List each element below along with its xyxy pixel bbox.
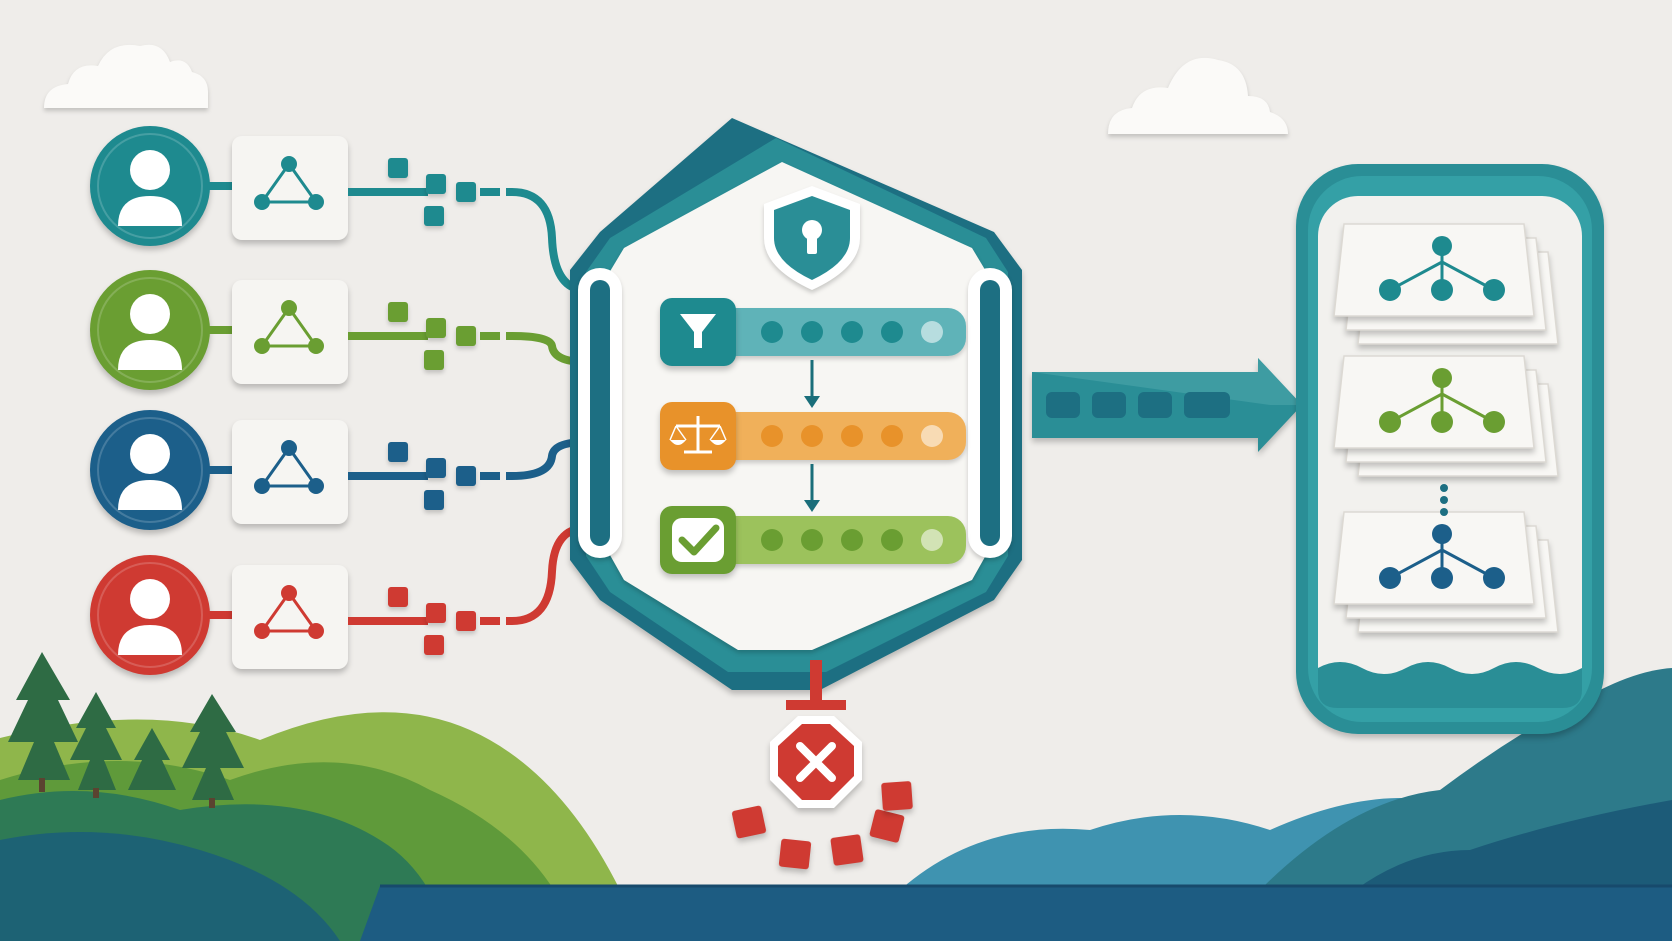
lake [360, 886, 1672, 941]
triangle-graph-icon [232, 565, 348, 669]
cloud-right [1108, 57, 1288, 134]
rejected-block [830, 834, 864, 866]
stage-dot [841, 529, 863, 551]
stage-dot [881, 425, 903, 447]
tree-graph-icon [1379, 368, 1505, 433]
stage-dot [921, 321, 943, 343]
stage-dot [761, 321, 783, 343]
stage-dot [841, 321, 863, 343]
graph-stack [1333, 355, 1559, 477]
rejected-blocks [731, 781, 913, 870]
stage-dot [921, 529, 943, 551]
user-icon [90, 410, 210, 530]
triangle-graph-icon [232, 136, 348, 240]
graph-stack [1333, 223, 1559, 345]
source-row [90, 270, 600, 390]
pine-trees [8, 652, 244, 808]
tree-graph-icon [1379, 524, 1505, 589]
arrow-segment [1046, 392, 1080, 418]
stage-dot [881, 529, 903, 551]
user-icon [90, 555, 210, 675]
user-icon [90, 270, 210, 390]
data-flow [348, 428, 600, 510]
stage-dot [761, 425, 783, 447]
gateway-stage [660, 402, 966, 512]
arrow-segment [1138, 392, 1172, 418]
data-flow [348, 302, 600, 376]
output-stacks [1333, 223, 1559, 633]
vertical-ellipsis-icon [1440, 484, 1448, 516]
stage-dot [801, 321, 823, 343]
sources-column [90, 126, 600, 675]
stage-dot [801, 529, 823, 551]
gateway-stage [660, 298, 966, 408]
reject-branch [770, 660, 862, 808]
stage-dot [921, 425, 943, 447]
stage-dot [841, 425, 863, 447]
check-icon [660, 506, 736, 574]
source-row [90, 514, 600, 675]
stage-dot [761, 529, 783, 551]
output-arrow-segments [1046, 392, 1230, 418]
shield-lock-icon [764, 186, 860, 290]
rejected-block [881, 781, 913, 811]
rejected-block [731, 805, 767, 839]
rejected-block [869, 809, 905, 843]
source-row [90, 126, 600, 304]
stage-dot [881, 321, 903, 343]
arrow-segment [1092, 392, 1126, 418]
arrow-segment [1184, 392, 1230, 418]
source-row [90, 410, 600, 530]
scales-icon [660, 402, 736, 470]
rejected-block [778, 838, 812, 870]
gateway-stages [660, 298, 966, 574]
filter-icon [660, 298, 736, 366]
stage-dot [801, 425, 823, 447]
data-flow [348, 514, 600, 655]
triangle-graph-icon [232, 280, 348, 384]
validation-gateway [570, 118, 1022, 690]
tree-graph-icon [1379, 236, 1505, 301]
triangle-graph-icon [232, 420, 348, 524]
landscape-left [0, 712, 620, 941]
gateway-stage [660, 506, 966, 574]
stop-x-icon [770, 716, 862, 808]
user-icon [90, 126, 210, 246]
cloud-left [44, 44, 208, 108]
data-flow [348, 158, 600, 304]
graph-stack [1333, 511, 1559, 633]
